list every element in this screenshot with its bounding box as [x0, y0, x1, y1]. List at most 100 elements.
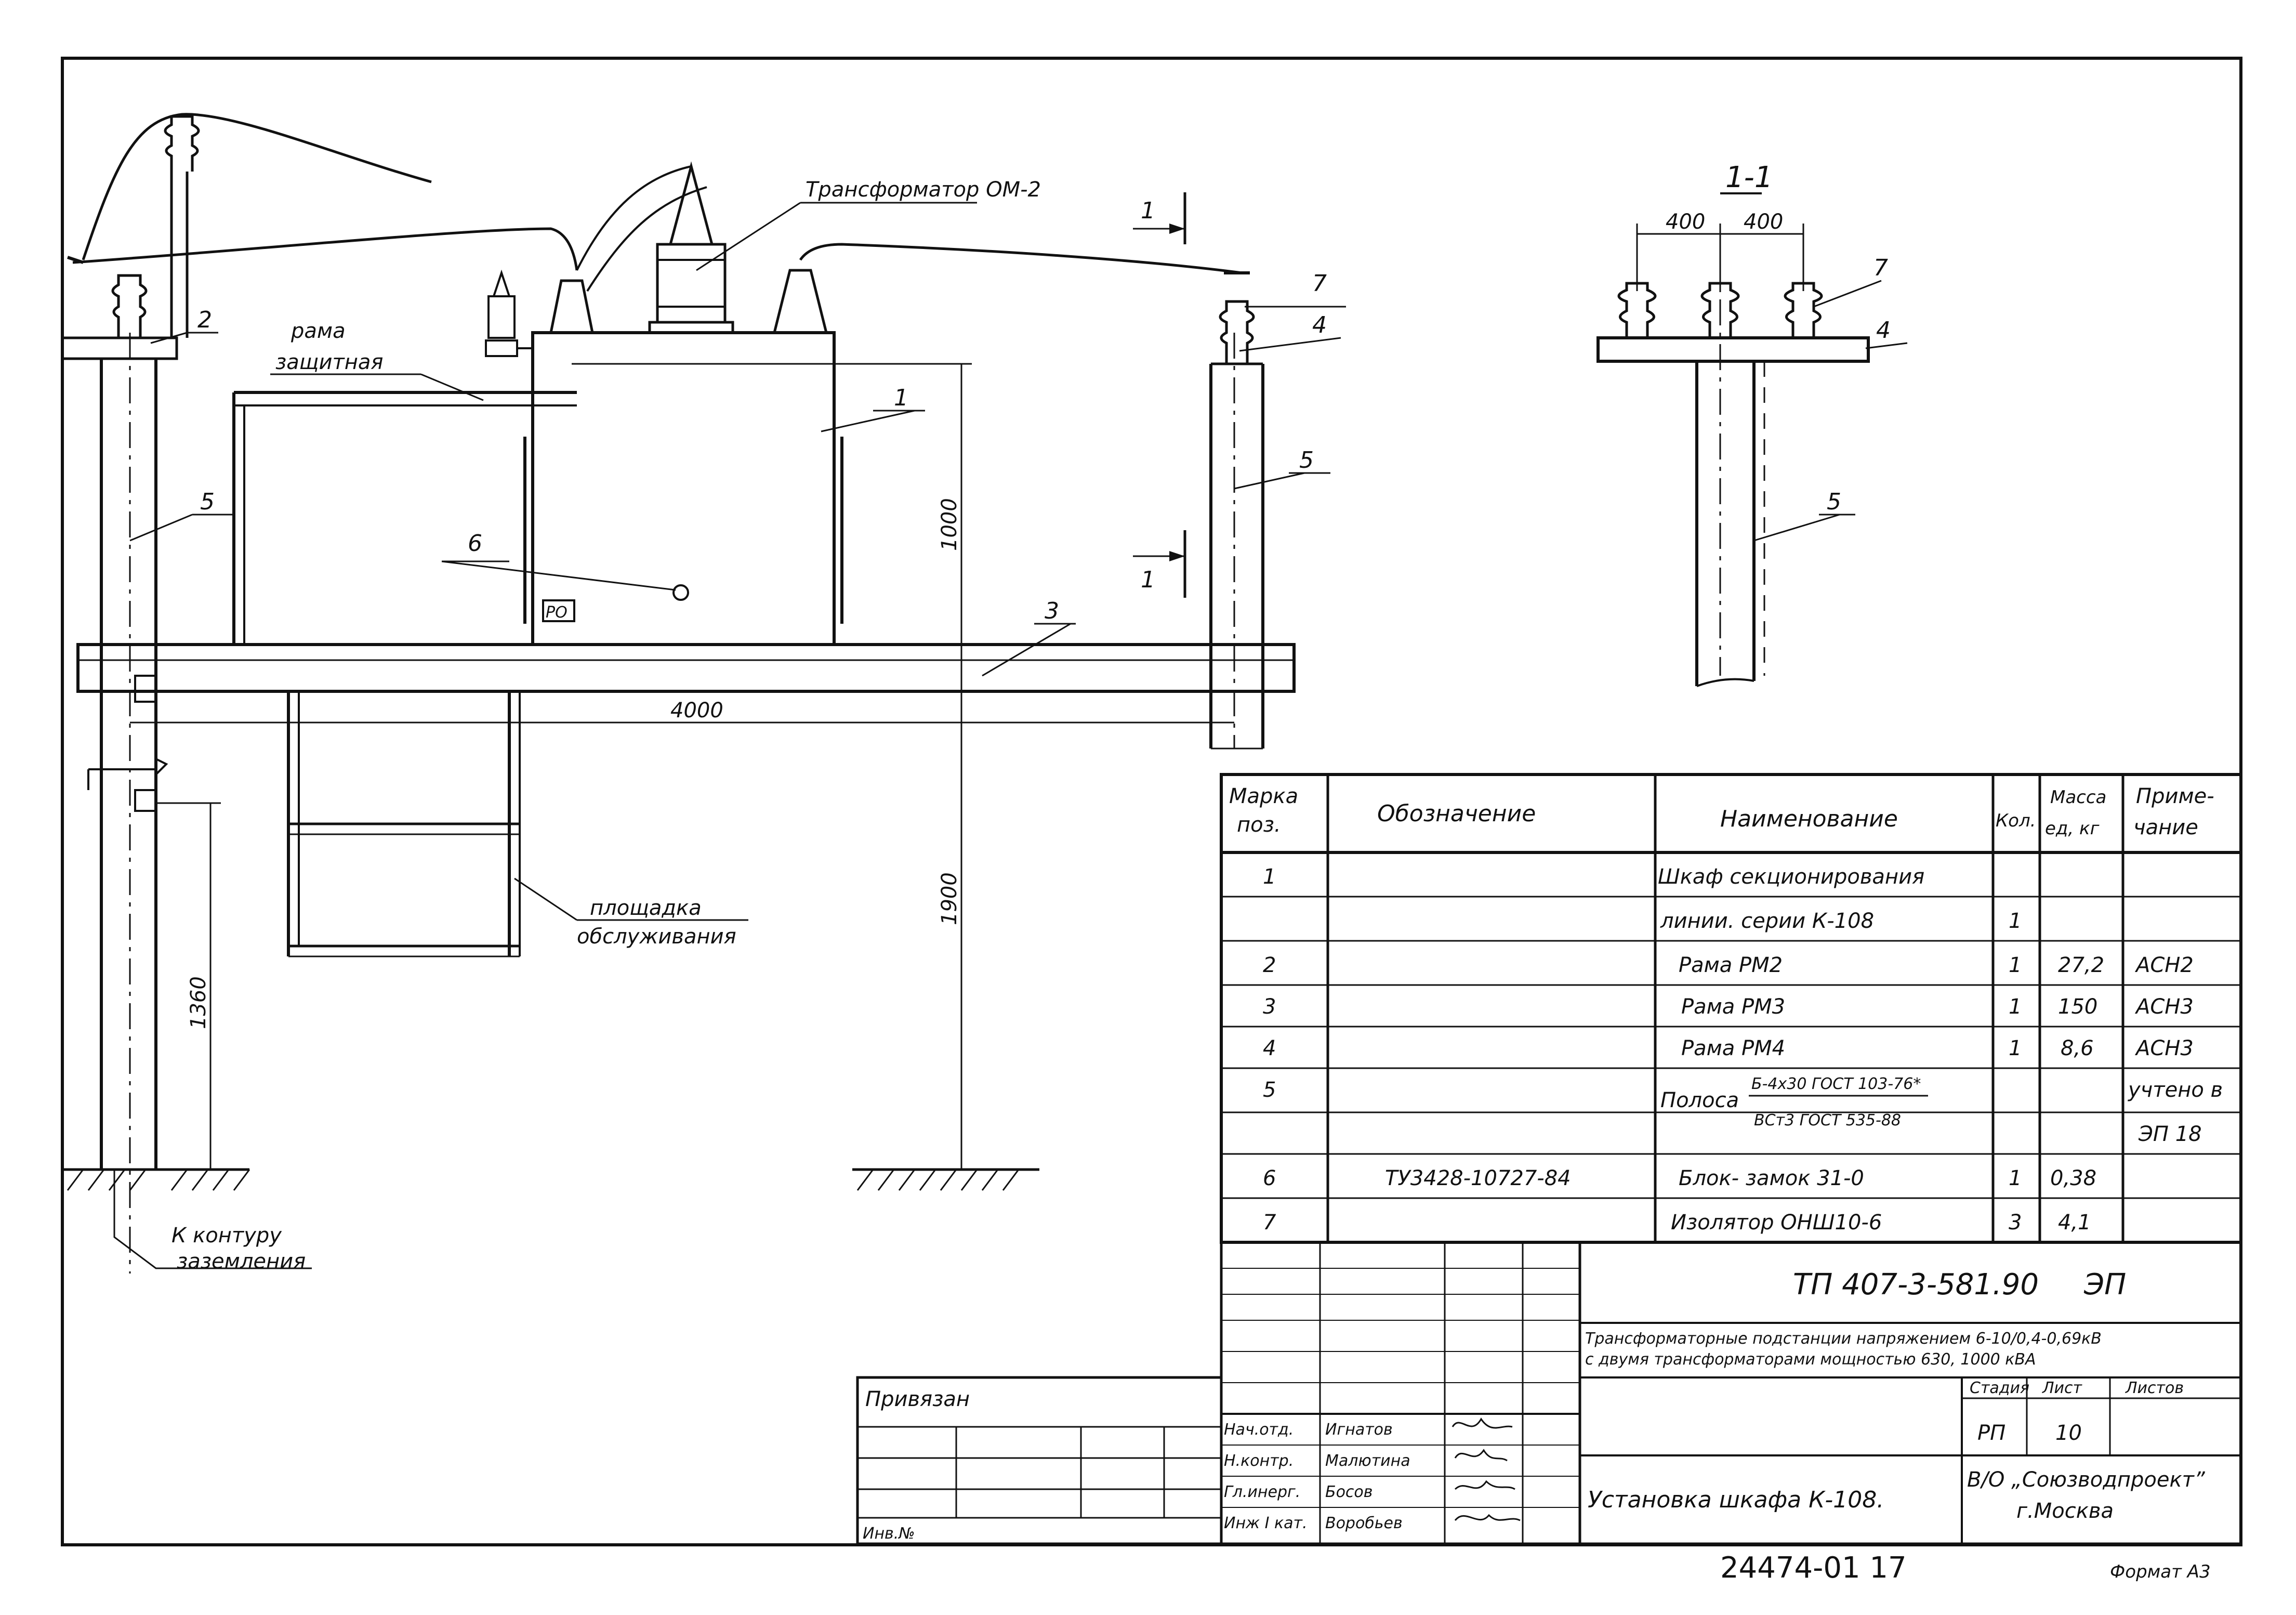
svg-text:1: 1 [1141, 198, 1155, 224]
section-dim-left: 400 [1666, 210, 1705, 234]
row-7-qty: 3 [2009, 1211, 2022, 1235]
svg-text:7: 7 [1312, 270, 1327, 297]
callout-2: 2 [150, 307, 218, 344]
ground-hatch-middle [852, 1168, 1039, 1191]
row-4-note: АСН3 [2134, 1036, 2194, 1060]
svg-text:площадка: площадка [590, 896, 702, 920]
header-name: Наименование [1720, 806, 1898, 832]
handwritten-signatures [1452, 1417, 1521, 1521]
row-1b-qty: 1 [2009, 909, 2022, 933]
dim-label-1900: 1900 [938, 872, 961, 925]
row-3-qty: 1 [2009, 995, 2022, 1019]
header-mass-1: Масса [2050, 787, 2106, 808]
row-6-name: Блок- замок 31-0 [1679, 1166, 1864, 1190]
stage-value: РП [1977, 1421, 2005, 1445]
cabinet-k108: РО [523, 331, 843, 646]
row-2-mass: 27,2 [2058, 953, 2104, 977]
row-7-name: Изолятор ОНШ10-6 [1671, 1211, 1882, 1235]
section-view-1-1: 1-1 400 400 7 4 5 [1596, 161, 1908, 687]
svg-text:1: 1 [894, 385, 908, 411]
svg-text:рама: рама [291, 319, 346, 343]
inv-label: Инв.№ [863, 1525, 915, 1543]
header-mass-2: ед, кг [2045, 818, 2100, 839]
sheet-value: 10 [2055, 1421, 2082, 1445]
row-5-note: учтено в [2128, 1078, 2223, 1102]
left-pole [100, 333, 157, 1273]
overhead-wire-arc [82, 113, 432, 260]
wire-to-right-pole [799, 243, 1243, 274]
row-6-mass: 0,38 [2050, 1166, 2096, 1190]
svg-text:6: 6 [468, 530, 482, 557]
label-ground: К контуру заземления [171, 1224, 306, 1273]
lock-box-label: РО [546, 603, 568, 622]
ground-lead [113, 1170, 312, 1269]
insulator-left-top [164, 115, 200, 338]
header-designation: Обозначение [1377, 800, 1536, 827]
dim-label-1000: 1000 [938, 498, 961, 551]
wire-to-cabinet [72, 227, 578, 271]
svg-text:4: 4 [1876, 317, 1891, 344]
sig-role-1: Нач.отд. [1224, 1421, 1294, 1439]
callout-1: 1 [821, 385, 925, 432]
sheet-header: Лист [2042, 1379, 2083, 1397]
format-label: Формат А3 [2110, 1561, 2211, 1582]
sig-name-4: Воробьев [1325, 1514, 1403, 1532]
org-line-1: В/О „Союзводпроект” [1967, 1468, 2205, 1492]
label-service-platform: площадка обслуживания [514, 877, 748, 949]
row-5-pos: 5 [1263, 1078, 1276, 1102]
callout-3: 3 [982, 598, 1076, 677]
title-block: Нач.отд. Игнатов Н.контр. Малютина Гл.ин… [856, 1241, 2242, 1585]
sig-role-3: Гл.инерг. [1224, 1483, 1300, 1501]
svg-text:защитная: защитная [275, 350, 383, 374]
row-7-mass: 4,1 [2058, 1211, 2091, 1235]
sig-role-4: Инж I кат. [1224, 1514, 1308, 1532]
frame-rm3-beam [76, 643, 1296, 703]
svg-text:5: 5 [1299, 447, 1314, 474]
spec-table: Марка поз. Обозначение Наименование Кол.… [1220, 773, 2242, 1244]
insulator-right [1219, 271, 1255, 364]
sig-name-2: Малютина [1325, 1452, 1410, 1470]
dim-label-4000: 4000 [670, 699, 723, 723]
row-3-name: Рама РМ3 [1681, 995, 1785, 1019]
doc-suffix: ЭП [2083, 1268, 2126, 1302]
right-pole [1209, 333, 1264, 750]
row-1-name: Шкаф секционирования [1658, 865, 1924, 889]
ground-hatch-left [62, 1168, 250, 1191]
row-4-pos: 4 [1263, 1036, 1276, 1060]
row-2-qty: 1 [2009, 953, 2022, 977]
row-2-pos: 2 [1263, 953, 1276, 977]
sig-name-3: Босов [1325, 1483, 1373, 1501]
header-note-1: Приме- [2136, 784, 2214, 808]
privyazan-label: Привязан [865, 1387, 970, 1411]
row-6-pos: 6 [1263, 1166, 1276, 1190]
row-1-pos: 1 [1263, 865, 1276, 889]
section-title: 1-1 [1725, 161, 1773, 194]
row-4-name: Рама РМ4 [1681, 1036, 1785, 1060]
svg-text:1: 1 [1141, 567, 1155, 593]
svg-text:5: 5 [200, 489, 215, 515]
svg-text:4: 4 [1312, 312, 1327, 338]
doc-code: ТП 407-3-581.90 [1793, 1268, 2039, 1302]
bushing-left [549, 279, 595, 334]
bushing-right [772, 269, 828, 334]
row-2-note: АСН2 [2134, 953, 2194, 977]
project-line-2: с двумя трансформаторами мощностью 630, … [1585, 1350, 2036, 1369]
svg-text:2: 2 [197, 307, 212, 333]
sig-name-1: Игнатов [1325, 1421, 1393, 1439]
archive-number: 24474-01 17 [1720, 1551, 1907, 1585]
row-7-pos: 7 [1263, 1211, 1276, 1235]
callout-6: 6 [441, 530, 676, 591]
row-3-pos: 3 [1263, 995, 1276, 1019]
row-1b-name: линии. серии К-108 [1660, 909, 1874, 933]
row-3-mass: 150 [2058, 995, 2097, 1019]
row-6-qty: 1 [2009, 1166, 2022, 1190]
protective-frame [232, 391, 577, 645]
row-5-name: Полоса [1660, 1088, 1739, 1112]
fuse-unit [485, 269, 533, 357]
project-line-1: Трансформаторные подстанции напряжением … [1585, 1330, 2102, 1348]
svg-text:5: 5 [1827, 489, 1841, 515]
row-4-mass: 8,6 [2061, 1036, 2094, 1060]
svg-text:7: 7 [1873, 255, 1888, 281]
callout-5-right: 5 [1234, 447, 1330, 490]
